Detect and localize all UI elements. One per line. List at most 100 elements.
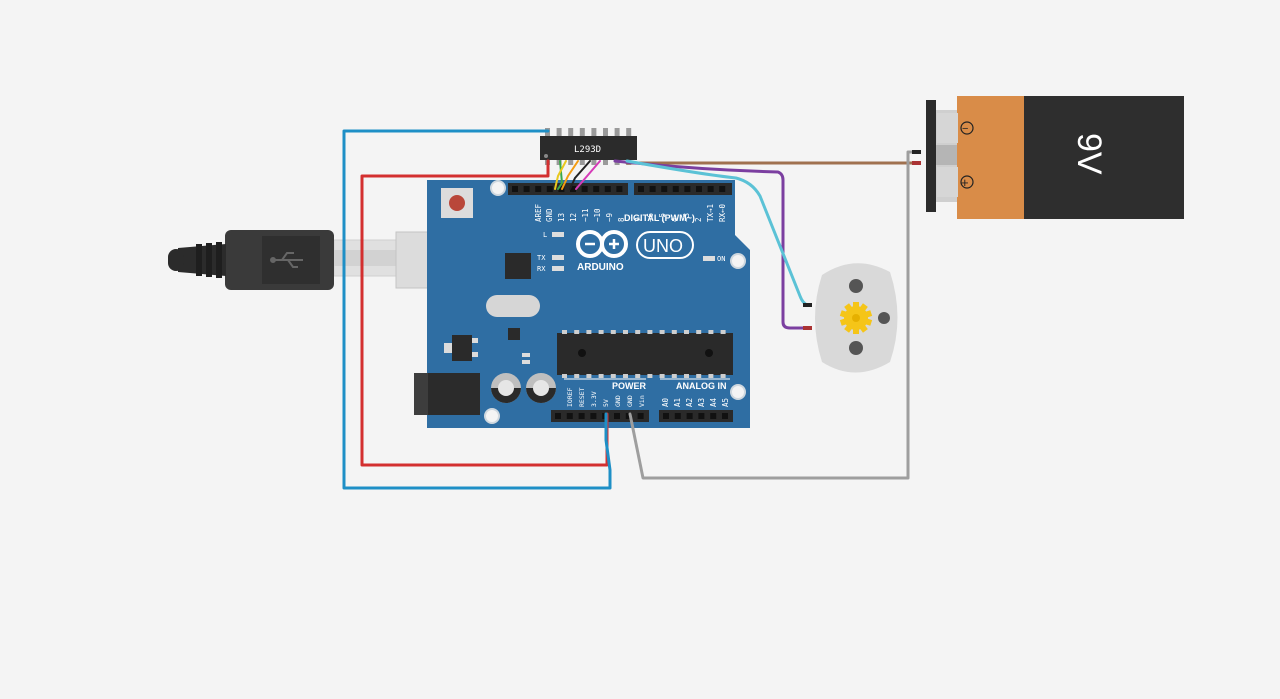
header-hole[interactable] (604, 186, 611, 192)
header-hole[interactable] (555, 413, 561, 419)
motor-terminal[interactable] (803, 326, 812, 330)
chip-pin (671, 374, 677, 378)
digital-pin-label: 12 (569, 213, 578, 222)
battery-terminal-positive[interactable] (912, 161, 921, 165)
cyan-wire-motor-terminal[interactable] (625, 159, 810, 307)
header-hole[interactable] (546, 186, 553, 192)
analog-pin-label: A3 (697, 398, 706, 407)
ic-pin[interactable] (556, 128, 562, 136)
power-pin-label: GND (626, 395, 634, 407)
reset-button[interactable] (441, 188, 473, 218)
header-hole[interactable] (523, 186, 530, 192)
header-hole[interactable] (590, 413, 597, 419)
analog-pin-label: A4 (709, 397, 718, 407)
header-hole[interactable] (707, 186, 714, 192)
chip-pin (671, 330, 677, 334)
header-hole[interactable] (649, 186, 656, 192)
ic-pin[interactable] (579, 128, 585, 136)
header-hole[interactable] (686, 413, 693, 419)
battery-negative-icon: − (962, 123, 968, 135)
purple-wire-motor-terminal[interactable] (613, 159, 810, 330)
orange-wire[interactable] (561, 160, 579, 190)
header-hole[interactable] (698, 413, 705, 419)
nine-volt-battery[interactable]: − + 9V (912, 96, 1184, 219)
header-hole[interactable] (637, 413, 644, 419)
header-hole[interactable] (696, 186, 702, 192)
gear-tooth (853, 328, 859, 334)
capacitor (491, 373, 521, 403)
power-pin-label: GND (614, 395, 622, 407)
chip-pin (562, 374, 567, 378)
ic-pin[interactable] (579, 160, 585, 165)
analog-header (659, 410, 733, 422)
chip-pin (708, 330, 714, 334)
header-hole[interactable] (512, 186, 518, 192)
header-hole[interactable] (616, 186, 623, 192)
ic-pin[interactable] (591, 160, 597, 165)
header-hole[interactable] (535, 186, 542, 192)
black-wire[interactable] (569, 160, 591, 190)
motor-terminal[interactable] (803, 303, 812, 307)
ic-pin[interactable] (626, 128, 632, 136)
header-hole[interactable] (663, 413, 669, 419)
usb-cable[interactable] (168, 230, 475, 290)
chip-pin (684, 374, 689, 378)
header-hole[interactable] (570, 186, 576, 192)
dc-motor[interactable] (803, 263, 898, 373)
header-hole[interactable] (722, 413, 728, 419)
analog-pin-label: A2 (685, 398, 694, 407)
ic-pin[interactable] (568, 160, 574, 165)
ic-pin[interactable] (591, 128, 597, 136)
led-tx-label: TX (537, 254, 546, 262)
power-pin-label: 5V (602, 399, 610, 407)
chip-pin (598, 330, 604, 334)
chip-pin (647, 330, 653, 334)
arduino-logo-icon (576, 230, 628, 258)
ic-pin[interactable] (568, 128, 574, 136)
header-hole[interactable] (674, 413, 681, 419)
mounting-hole (730, 384, 746, 400)
ic-pin[interactable] (603, 128, 608, 136)
digital-pin-label: ~6 (646, 212, 655, 222)
header-hole[interactable] (614, 413, 620, 419)
header-hole[interactable] (566, 413, 573, 419)
header-hole[interactable] (581, 186, 588, 192)
gear-tooth (864, 318, 873, 326)
power-pin-label: Vin (638, 395, 646, 407)
yellow-wire[interactable] (554, 160, 567, 190)
header-hole[interactable] (625, 413, 632, 419)
chip-pin (574, 374, 580, 378)
digital-pin-label: ~9 (605, 213, 614, 222)
chip-pin (696, 330, 702, 334)
analog-pin-label: A0 (661, 397, 670, 407)
l293d-driver-chip[interactable]: L293D (540, 128, 637, 165)
chip-pin (562, 330, 567, 334)
header-hole[interactable] (684, 186, 691, 192)
ic-pin[interactable] (556, 160, 562, 165)
magenta-wire[interactable] (575, 160, 601, 190)
header-hole[interactable] (710, 413, 717, 419)
chip-pin (574, 330, 580, 334)
header-hole[interactable] (638, 186, 644, 192)
header-hole[interactable] (719, 186, 726, 192)
header-hole[interactable] (578, 413, 585, 419)
gear-tooth (844, 303, 853, 312)
green-wire[interactable] (557, 160, 563, 190)
gray-wire-battery-negative[interactable] (628, 150, 920, 480)
chip-pin (720, 374, 726, 378)
ic-pin[interactable] (603, 160, 608, 165)
ic-pin[interactable] (614, 128, 620, 136)
chip-pin (610, 330, 616, 334)
mounting-hole (730, 253, 746, 269)
digital-header-right (634, 183, 732, 195)
header-hole[interactable] (661, 186, 668, 192)
header-hole[interactable] (672, 186, 679, 192)
header-hole[interactable] (593, 186, 600, 192)
mounting-hole (484, 408, 500, 424)
digital-pin-label: RX←0 (718, 203, 727, 222)
battery-terminal-negative[interactable] (912, 150, 921, 154)
arduino-brand: ARDUINO (577, 262, 624, 273)
blue-wire-gnd[interactable] (342, 129, 612, 490)
